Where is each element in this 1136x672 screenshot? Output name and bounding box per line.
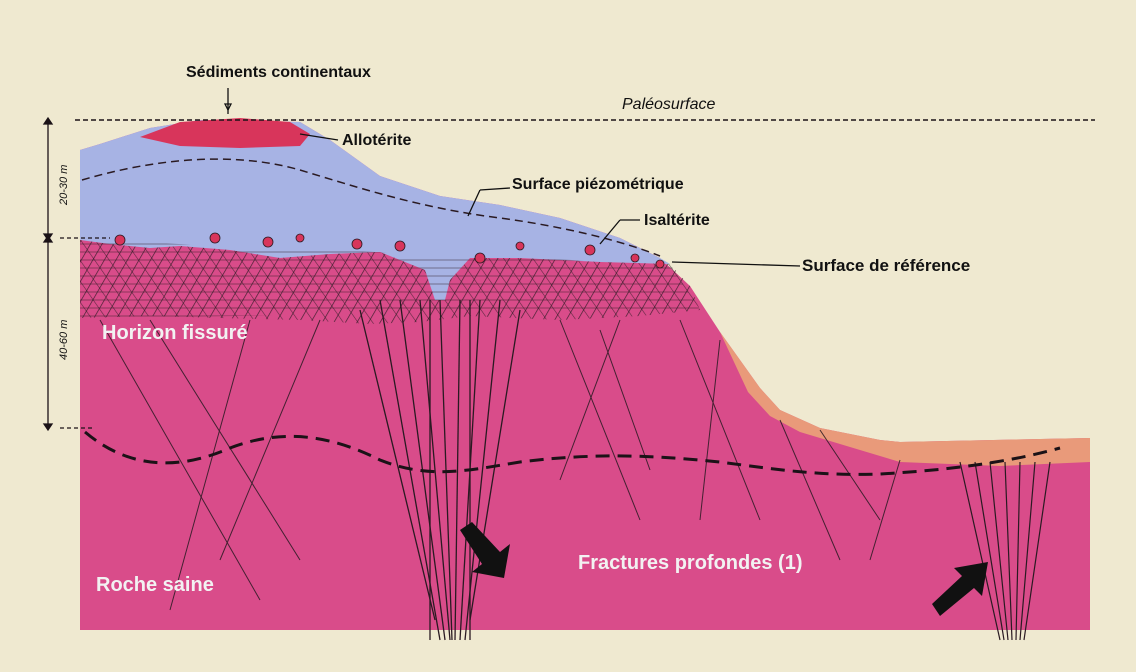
label-deep-fractures: Fractures profondes (1): [578, 552, 802, 575]
label-fissured-horizon: Horizon fissuré: [102, 322, 248, 345]
label-alloterite: Allotérite: [342, 132, 411, 150]
label-piezometric-surface: Surface piézométrique: [512, 176, 684, 194]
label-reference-surface: Surface de référence: [802, 256, 970, 276]
label-isalterite: Isaltérite: [644, 212, 710, 230]
label-healthy-rock: Roche saine: [96, 574, 214, 597]
label-sediments: Sédiments continentaux: [186, 64, 371, 82]
scale-lower-label: 40-60 m: [58, 320, 70, 360]
scale-bars: [44, 118, 52, 430]
scale-upper-label: 20-30 m: [58, 165, 70, 205]
label-paleosurface: Paléosurface: [622, 96, 715, 114]
